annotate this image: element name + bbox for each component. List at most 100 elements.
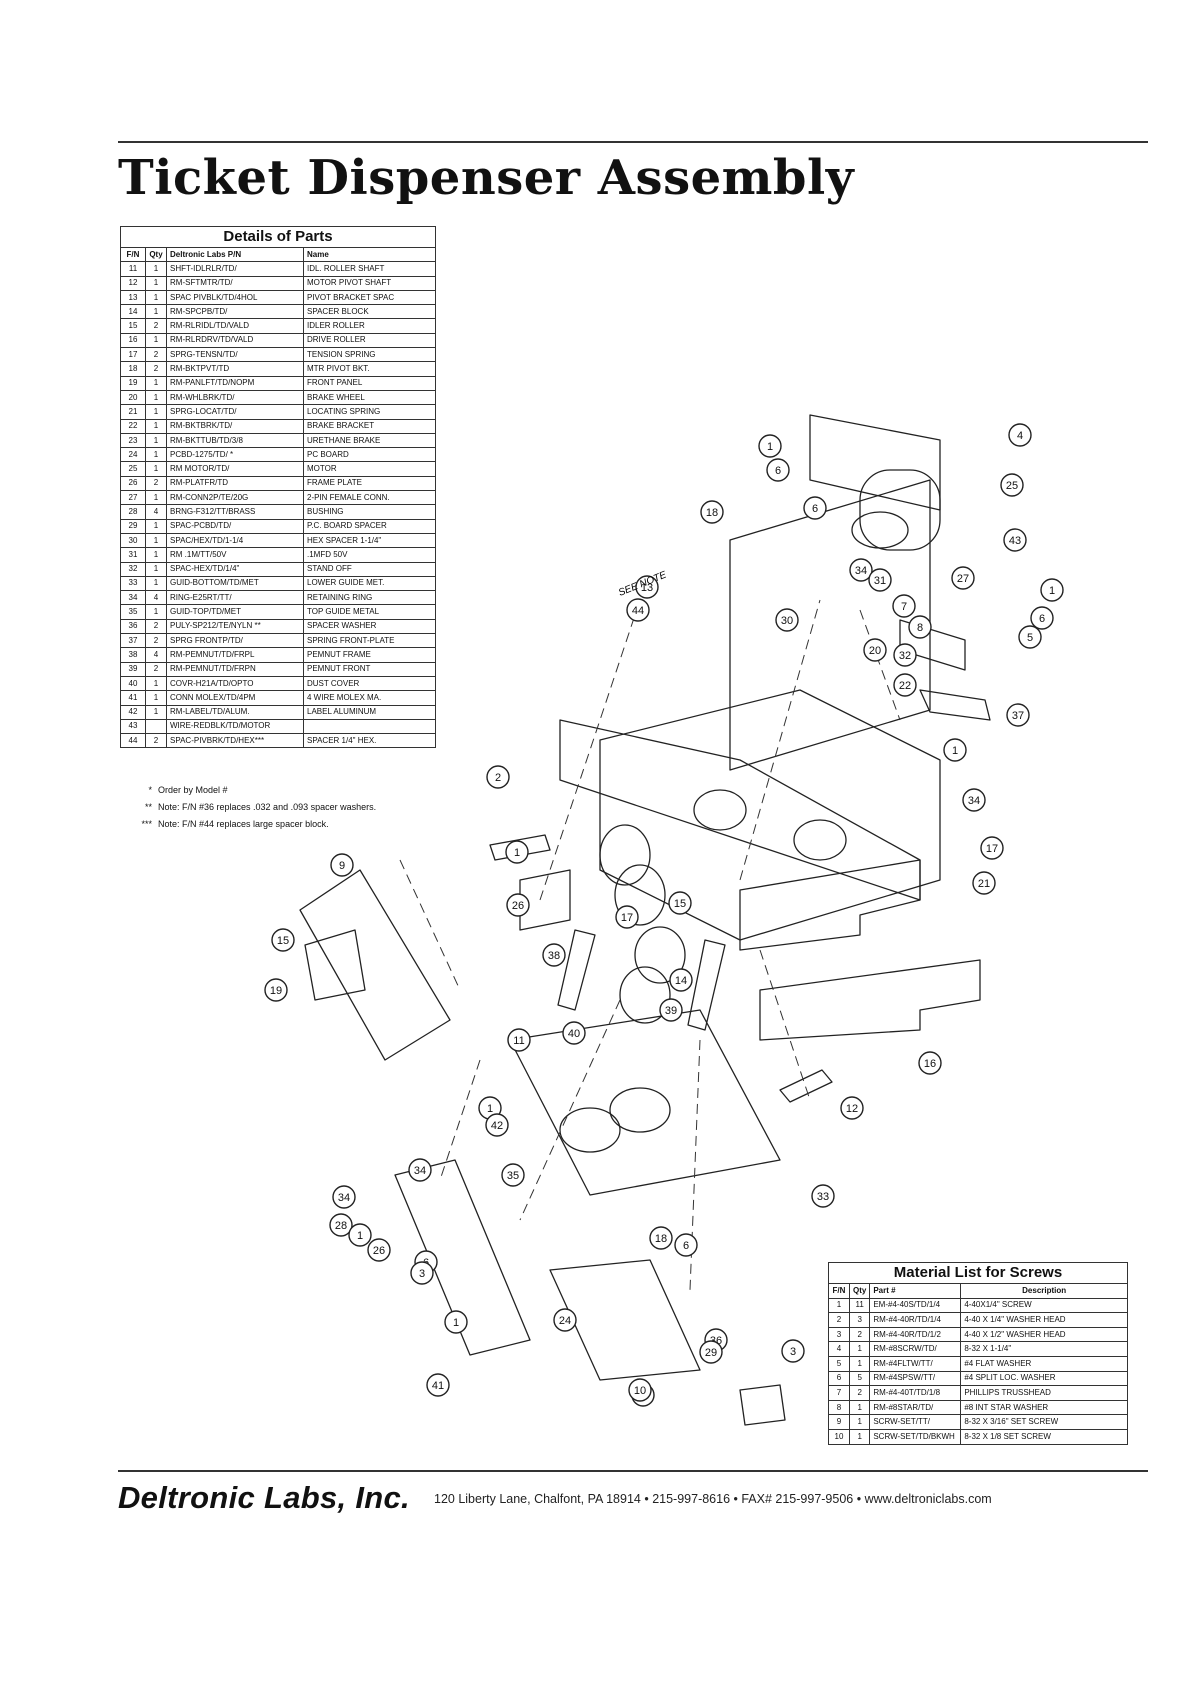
callout-bubble: 3 [410, 1261, 434, 1285]
callout-circle [635, 575, 659, 599]
callout-bubble: 6 [674, 1233, 698, 1257]
callout-bubble: 6 [1030, 606, 1054, 630]
motor-body [859, 469, 941, 551]
callout-number: 30 [781, 615, 793, 627]
callout-bubble: 26 [506, 893, 530, 917]
callout-bubble: 28 [329, 1213, 353, 1237]
callout-circle [980, 836, 1004, 860]
callout-circle [348, 1223, 372, 1247]
callout-circle [892, 594, 916, 618]
callout-number: 1 [487, 1103, 493, 1115]
callout-bubble: 1 [505, 840, 529, 864]
callout-number: 1 [453, 1317, 459, 1329]
callout-bubble: 35 [501, 1163, 525, 1187]
callout-bubble: 13 [635, 575, 659, 599]
assembly-line [539, 599, 641, 901]
callout-circle [775, 608, 799, 632]
callout-bubble: 16 [918, 1051, 942, 1075]
callout-circle [893, 673, 917, 697]
callout-circle [943, 738, 967, 762]
callout-circle [972, 871, 996, 895]
callout-number: 1 [357, 1230, 363, 1242]
assembly-line [739, 599, 821, 881]
callout-circle [811, 1184, 835, 1208]
callout-bubble: 14 [669, 968, 693, 992]
callout-number: 39 [665, 1005, 677, 1017]
callout-bubble: 7 [892, 594, 916, 618]
callout-number: 17 [986, 843, 998, 855]
top-guide [739, 859, 921, 951]
cell-name: 4-40 X 1/4" WASHER HEAD [960, 1312, 1128, 1328]
callout-bubble: 1 [444, 1310, 468, 1334]
cell-fn: 5 [828, 1355, 850, 1372]
callout-bubble: 18 [649, 1226, 673, 1250]
molex-connector [739, 1384, 786, 1426]
header-description: Description [960, 1283, 1128, 1299]
callout-circle [1000, 473, 1024, 497]
callout-circle [868, 568, 892, 592]
callout-circle [1003, 528, 1027, 552]
frame-hole [693, 789, 747, 831]
company-address: 120 Liberty Lane, Chalfont, PA 18914 • 2… [434, 1492, 992, 1506]
cell-qty: 1 [848, 1355, 871, 1372]
callout-bubble: 29 [699, 1340, 723, 1364]
callout-circle [863, 638, 887, 662]
callout-number: 12 [846, 1103, 858, 1115]
cell-part-number: RM-#4-40R/TD/1/4 [869, 1312, 962, 1328]
cell-name: 4-40 X 1/2" WASHER HEAD [960, 1326, 1128, 1343]
cell-part-number: SPAC-PIVBRK/TD/HEX*** [166, 733, 304, 749]
callout-circle [1018, 625, 1042, 649]
cell-qty: 3 [848, 1312, 871, 1328]
callout-number: 31 [874, 575, 886, 587]
callout-bubble: 26 [367, 1238, 391, 1262]
frame-hole [609, 1087, 671, 1133]
cell-qty: 1 [848, 1414, 871, 1430]
callout-number: 1 [952, 745, 958, 757]
callout-circle [668, 891, 692, 915]
callout-circle [699, 1340, 723, 1364]
callout-number: 1 [767, 441, 773, 453]
frame-plate-main [559, 719, 921, 901]
callout-number: 37 [1012, 710, 1024, 722]
callout-number: 25 [1006, 480, 1018, 492]
brake-bracket [304, 929, 366, 1001]
callout-bubble: 17 [615, 905, 639, 929]
callout-circle [700, 500, 724, 524]
frame-plate-upper [729, 479, 931, 771]
details-of-parts-table: Details of Parts F/N Qty Deltronic Labs … [120, 226, 436, 749]
company-name: Deltronic Labs, Inc. [118, 1480, 410, 1515]
callout-number: 40 [568, 1028, 580, 1040]
callout-number: 43 [1009, 535, 1021, 547]
callout-number: 28 [335, 1220, 347, 1232]
callout-bubble: 1 [758, 434, 782, 458]
callout-circle [758, 434, 782, 458]
cell-fn: 10 [828, 1428, 850, 1445]
idler-shaft [557, 929, 596, 1011]
assembly-line [399, 859, 461, 991]
callout-circle [962, 788, 986, 812]
callout-bubble: 17 [980, 836, 1004, 860]
cell-fn: 3 [828, 1326, 850, 1343]
callout-number: 34 [414, 1165, 426, 1177]
callout-number: 19 [270, 985, 282, 997]
callout-bubble: 6 [803, 496, 827, 520]
callout-number: 34 [338, 1192, 350, 1204]
callout-circle [626, 598, 650, 622]
callout-number: 16 [924, 1058, 936, 1070]
callout-bubble: 25 [1000, 473, 1024, 497]
cell-part-number: RM-#4-40R/TD/1/2 [869, 1326, 962, 1343]
callout-number: 26 [373, 1245, 385, 1257]
callout-circle [649, 1226, 673, 1250]
pc-board [549, 1259, 701, 1381]
cell-part-number: RM-#8SCRW/TD/ [869, 1341, 962, 1357]
callout-number: 18 [655, 1233, 667, 1245]
callout-bubble: 44 [626, 598, 650, 622]
callout-bubble: 9 [330, 853, 354, 877]
